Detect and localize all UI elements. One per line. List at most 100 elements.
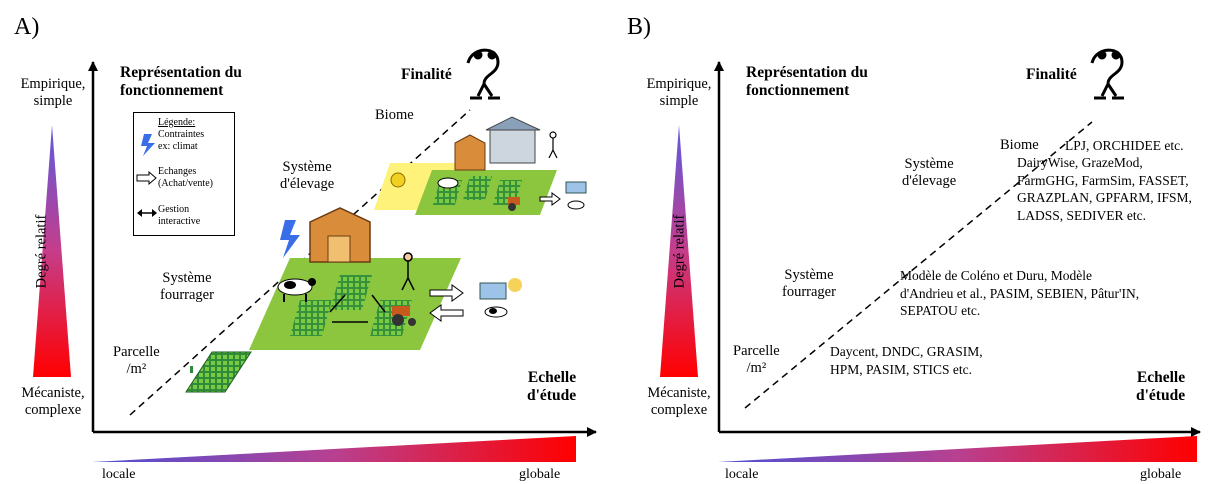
- models-fourrager-line3: SEPATOU etc.: [900, 303, 981, 319]
- y-top-line1: Empirique,: [20, 76, 86, 92]
- models-parcelle-line1: Daycent, DNDC, GRASIM,: [830, 344, 983, 359]
- x-left-label: locale: [102, 467, 136, 482]
- y-bottom-label: Mécaniste, complexe: [12, 385, 94, 418]
- cow-elevage-icon: [437, 177, 459, 189]
- panel-b-label: B): [627, 14, 651, 40]
- level-biome-b: Biome: [1000, 137, 1039, 153]
- axis-title-y-line2: fonctionnement: [120, 81, 224, 99]
- y-gradient-triangle: [33, 125, 71, 377]
- legend-item-gestion: Gestion interactive: [158, 204, 200, 227]
- tractor-icon: [392, 306, 416, 326]
- y-bottom-line2: complexe: [24, 401, 82, 418]
- models-biome-line1: LPJ, ORCHIDEE etc.: [1065, 138, 1184, 153]
- models-parcelle: Daycent, DNDC, GRASIM, HPM, PASIM, STICS…: [830, 343, 983, 378]
- legend-hollow-arrow-icon: [136, 171, 157, 185]
- hollow-arrow-icon: [429, 284, 464, 302]
- legend-double-arrow-icon: [137, 209, 157, 217]
- axis-title-x-b-line1: Echelle: [1136, 369, 1186, 386]
- legend-item-contraintes-line1: Contraintes: [158, 129, 205, 140]
- level-elevage-b-line1: Système: [904, 156, 954, 172]
- axis-title-x-line2: d'étude: [527, 386, 577, 404]
- y-top-line2: simple: [33, 92, 73, 109]
- finalite-mascot-icon-b: [1090, 48, 1124, 100]
- panel-b: [660, 48, 1201, 462]
- finalite-label-b: Finalité: [1026, 66, 1077, 83]
- diagonal-dashed-b: [744, 121, 1093, 409]
- axis-title-x: Echelle d'étude: [527, 369, 576, 405]
- legend-title: Légende:: [158, 117, 196, 128]
- legend-item-gestion-line2: interactive: [158, 215, 201, 227]
- level-parcelle: Parcelle /m²: [113, 344, 160, 377]
- goods-icon: [479, 282, 507, 300]
- finalite-mascot-icon: [466, 48, 500, 100]
- legend-item-echanges: Echanges (Achat/vente): [158, 166, 213, 189]
- level-parcelle-b-line2: /m²: [746, 359, 767, 376]
- tractor-small-icon: [508, 197, 520, 205]
- axis-title-y-b-line2: fonctionnement: [746, 81, 850, 99]
- y-top-b-line2: simple: [659, 92, 699, 109]
- x-gradient-triangle: [92, 436, 576, 462]
- y-top-b-line1: Empirique,: [646, 76, 712, 92]
- x-right-label-b: globale: [1140, 467, 1182, 482]
- axis-title-x-line1: Echelle: [527, 369, 577, 386]
- axis-title-x-b: Echelle d'étude: [1136, 369, 1185, 405]
- legend-lightning-icon: [141, 134, 155, 156]
- panel-a-label: A): [14, 14, 40, 40]
- y-top-label-b: Empirique, simple: [640, 76, 718, 109]
- building-icon: [489, 127, 536, 164]
- y-axis-title-degre: Degré relatif: [33, 214, 50, 289]
- y-bottom-line1: Mécaniste,: [21, 385, 85, 401]
- models-parcelle-line2: HPM, PASIM, STICS etc.: [830, 361, 973, 377]
- models-elevage-line3: GRAZPLAN, GPFARM, IFSM,: [1017, 190, 1192, 206]
- x-gradient-triangle-b: [718, 436, 1197, 462]
- level-fourrager-line1: Système: [162, 270, 212, 286]
- legend-item-contraintes-line2: ex: climat: [158, 140, 198, 152]
- level-elevage-b-line2: d'élevage: [902, 172, 957, 189]
- legend-item-gestion-line1: Gestion: [158, 204, 190, 215]
- farmer-icon: [401, 252, 415, 291]
- axis-title-y-line1: Représentation du: [120, 64, 242, 81]
- level-elevage-line2: d'élevage: [280, 175, 335, 192]
- small-plot: [190, 366, 193, 373]
- axis-title-y-b: Représentation du fonctionnement: [746, 64, 868, 100]
- models-elevage-line2: FarmGHG, FarmSim, FASSET,: [1017, 172, 1189, 188]
- level-parcelle-b: Parcelle /m²: [733, 343, 780, 376]
- lightning-icon: [280, 220, 300, 258]
- level-fourrager-b-line1: Système: [784, 267, 834, 283]
- level-fourrager: Système fourrager: [160, 270, 214, 303]
- cow-small-icon: [484, 306, 508, 318]
- level-biome: Biome: [375, 107, 414, 123]
- y-gradient-triangle-b: [660, 125, 698, 377]
- parcelle-field: [185, 351, 252, 393]
- models-fourrager: Modèle de Coléno et Duru, Modèle d'Andri…: [900, 267, 1139, 320]
- models-elevage-line1: DairyWise, GrazeMod,: [1017, 155, 1143, 170]
- barn-icon: [309, 207, 371, 263]
- y-bottom-label-b: Mécaniste, complexe: [638, 385, 720, 418]
- level-parcelle-line2: /m²: [126, 360, 147, 377]
- x-right-label: globale: [519, 467, 561, 482]
- axis-title-x-b-line2: d'étude: [1136, 386, 1186, 404]
- y-top-label: Empirique, simple: [14, 76, 92, 109]
- barn-small-icon: [454, 134, 486, 171]
- models-fourrager-line2: d'Andrieu et al., PASIM, SEBIEN, Pâtur'I…: [900, 285, 1140, 301]
- x-left-label-b: locale: [725, 467, 759, 482]
- level-fourrager-b-line2: fourrager: [782, 283, 836, 300]
- y-bottom-b-line1: Mécaniste,: [647, 385, 711, 401]
- level-elevage-b: Système d'élevage: [902, 156, 956, 189]
- panel-a: [33, 48, 597, 462]
- models-biome: LPJ, ORCHIDEE etc.: [1065, 137, 1184, 155]
- axis-title-y-b-line1: Représentation du: [746, 64, 868, 81]
- level-parcelle-line1: Parcelle: [113, 344, 160, 360]
- level-elevage: Système d'élevage: [280, 159, 334, 192]
- models-elevage-line4: LADSS, SEDIVER etc.: [1017, 207, 1146, 223]
- models-elevage: DairyWise, GrazeMod, FarmGHG, FarmSim, F…: [1017, 154, 1192, 224]
- legend-item-contraintes: Contraintes ex: climat: [158, 129, 204, 152]
- level-parcelle-b-line1: Parcelle: [733, 343, 780, 359]
- level-elevage-line1: Système: [282, 159, 332, 175]
- flower-icon: [390, 172, 406, 188]
- cow-icon: [277, 278, 316, 302]
- y-axis-title-degre-b: Degré relatif: [671, 214, 688, 289]
- legend-item-echanges-line2: (Achat/vente): [158, 177, 213, 189]
- legend-box: Légende: Contraintes ex: climat Echanges…: [133, 112, 235, 236]
